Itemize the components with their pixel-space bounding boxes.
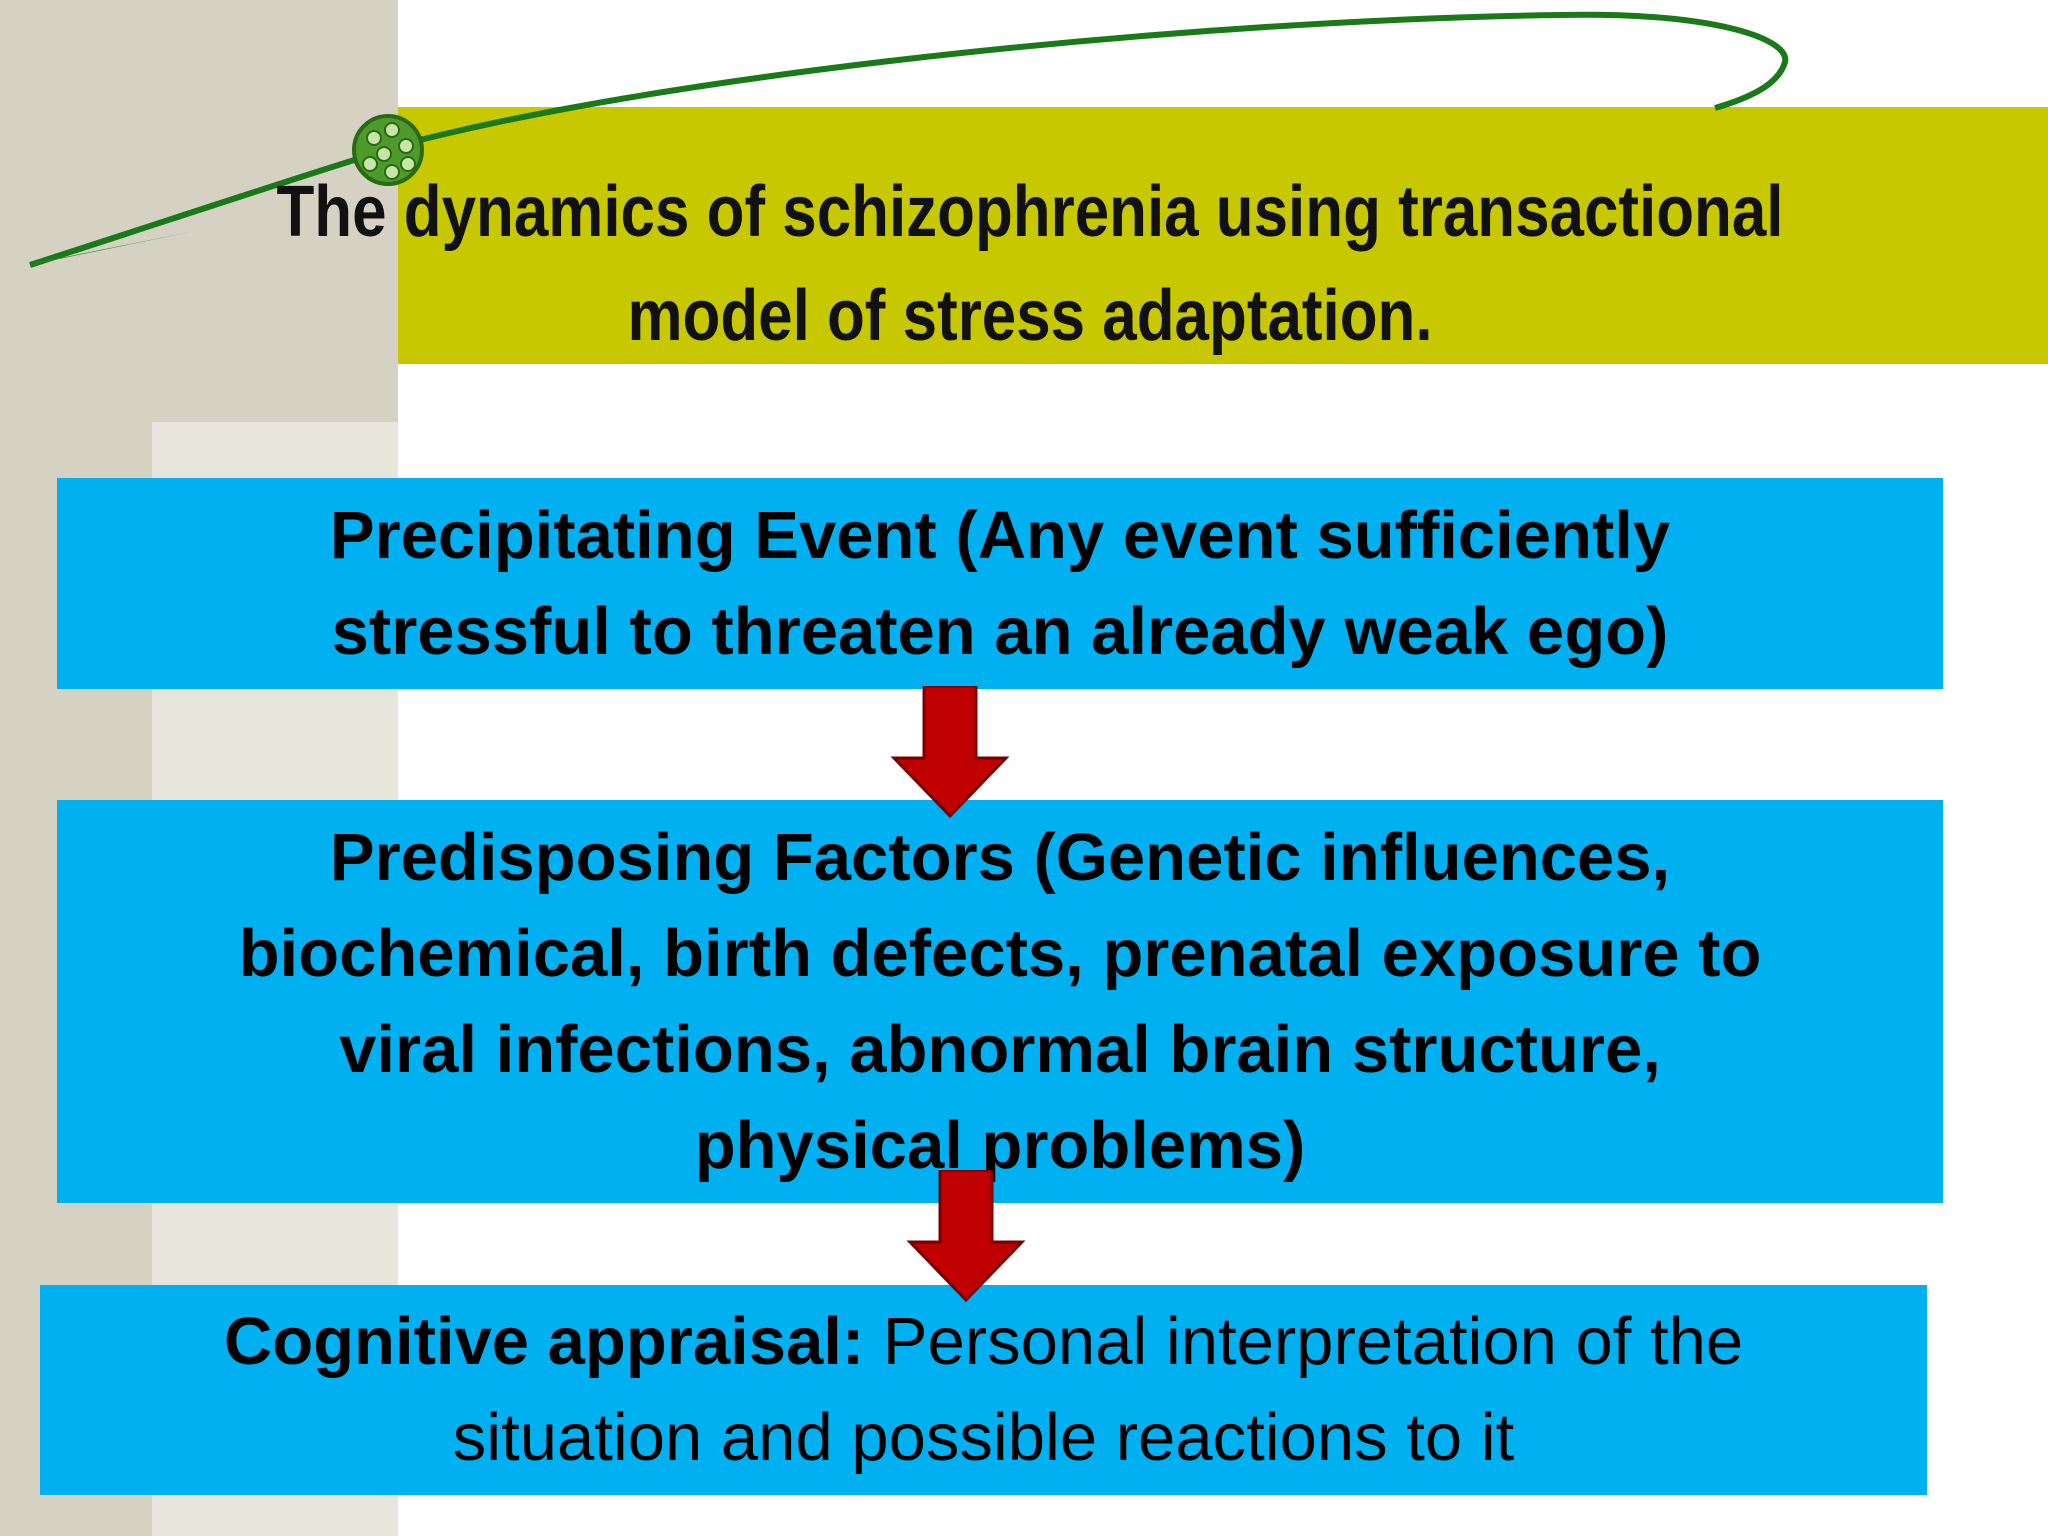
predisposing-line-4: physical problems) xyxy=(694,1107,1306,1183)
cognitive-appraisal-line-1: Personal interpretation of the xyxy=(864,1304,1744,1379)
predisposing-factors-box: Predisposing Factors (Genetic influences… xyxy=(57,800,1943,1203)
predisposing-line-3: viral infections, abnormal brain structu… xyxy=(339,1011,1661,1087)
cognitive-appraisal-label: Cognitive appraisal: xyxy=(223,1304,865,1379)
slide-title-line-2: model of stress adaptation. xyxy=(627,276,1433,356)
predisposing-line-1: Predisposing Factors (Genetic influences… xyxy=(329,819,1671,895)
precipitating-event-box: Precipitating Event (Any event sufficien… xyxy=(57,478,1943,689)
down-arrow-icon xyxy=(890,686,1010,819)
swoosh-curve-icon xyxy=(29,11,1789,268)
cognitive-appraisal-box: Cognitive appraisal: Personal interpreta… xyxy=(40,1285,1927,1495)
cognitive-appraisal-text: Cognitive appraisal: Personal interpreta… xyxy=(224,1294,1743,1486)
precipitating-event-text: Precipitating Event (Any event sufficien… xyxy=(330,488,1670,680)
precipitating-line-2: stressful to threaten an already weak eg… xyxy=(331,593,1669,669)
title-bar-background xyxy=(398,107,2048,364)
slide-title: The dynamics of schizophrenia using tran… xyxy=(196,160,1864,368)
predisposing-factors-text: Predisposing Factors (Genetic influences… xyxy=(239,810,1762,1194)
predisposing-line-2: biochemical, birth defects, prenatal exp… xyxy=(238,915,1762,991)
swoosh-tail-icon xyxy=(30,230,200,265)
down-arrow-icon xyxy=(906,1170,1026,1303)
precipitating-line-1: Precipitating Event (Any event sufficien… xyxy=(329,497,1671,573)
slide-title-line-1: The dynamics of schizophrenia using tran… xyxy=(276,172,1784,252)
green-orb-icon xyxy=(352,114,424,186)
cognitive-appraisal-line-2: situation and possible reactions to it xyxy=(452,1400,1515,1475)
